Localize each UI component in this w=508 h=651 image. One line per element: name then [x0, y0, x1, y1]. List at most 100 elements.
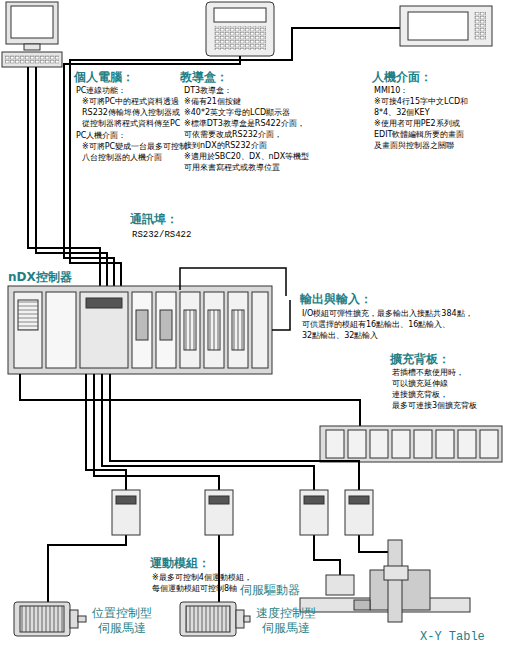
hmi-illustration [400, 6, 492, 46]
expansion-backplane [320, 426, 502, 462]
controller-rack [184, 310, 196, 350]
servo-motor [20, 606, 64, 632]
servo-drive [300, 490, 328, 535]
controller-rack [18, 300, 38, 330]
io-leader-line [180, 268, 290, 330]
note-text: ※備有21個按鍵 [184, 96, 241, 107]
heading: 通訊埠： [130, 212, 178, 226]
teach-pendant-illustration [206, 2, 274, 56]
note-title: PC連線功能： [76, 85, 126, 96]
pc-illustration [5, 55, 59, 64]
part-name: 位置控制型 伺服馬達 [92, 606, 152, 636]
hmi-illustration [474, 12, 486, 40]
note-text: ※40*2英文字母的LCD顯示器 [184, 107, 290, 118]
teach-pendant-illustration [206, 2, 274, 56]
note-text: ※最多可控制4個運動模組， 每個運動模組可控制8軸 [152, 572, 252, 594]
servo-motor [14, 602, 70, 636]
controller-rack [204, 292, 224, 368]
communication-cable [28, 28, 400, 286]
heading: 擴充背板： [390, 352, 450, 366]
controller-rack [8, 286, 272, 374]
heading: 運動模組： [150, 556, 210, 570]
controller-rack [160, 310, 172, 340]
servo-drive [349, 496, 369, 504]
io-leader-line [272, 300, 290, 330]
expansion-backplane [458, 430, 476, 458]
servo-motor [70, 610, 78, 628]
controller-rack [14, 292, 42, 368]
servo-motor [14, 602, 250, 636]
port-name: RS232/RS422 [132, 230, 191, 241]
controller-rack [156, 292, 176, 368]
note-text: I/O模組可彈性擴充，最多輸出入接點共384點， 可供選擇的模組有16點輸出、1… [302, 308, 473, 341]
expansion-backplane [320, 426, 502, 462]
pc-illustration [11, 6, 53, 38]
servo-drive [116, 496, 136, 504]
pc-illustration [2, 52, 62, 67]
controller-rack [80, 292, 128, 368]
motion-cable [48, 535, 126, 602]
pc-illustration [2, 2, 62, 67]
heading: 教導盒： [180, 70, 228, 84]
servo-drive [209, 496, 229, 504]
expansion-backplane [392, 430, 410, 458]
expansion-backplane [326, 430, 344, 458]
servo-drive [205, 490, 233, 535]
servo-motor [236, 610, 244, 628]
xy-table [384, 566, 408, 580]
communication-cable [70, 28, 400, 286]
servo-motor [186, 606, 230, 632]
expansion-backplane [370, 430, 388, 458]
part-name: X-Y Table [420, 630, 485, 644]
part-name: 速度控制型 伺服馬達 [256, 606, 316, 636]
expansion-backplane [348, 430, 366, 458]
expansion-backplane [436, 430, 454, 458]
hmi-illustration [400, 6, 492, 46]
io-leader-line [180, 268, 286, 296]
servo-motor [244, 616, 250, 622]
xy-table [300, 540, 470, 622]
servo-drive [304, 496, 324, 504]
heading: 輸出與輸入： [300, 292, 372, 306]
controller-rack [180, 292, 200, 368]
controller-rack [8, 286, 272, 374]
servo-drive [112, 490, 373, 535]
xy-table [326, 575, 354, 595]
part-name: 伺服驅動器 [240, 583, 300, 598]
note-title: PC人機介面： [76, 130, 126, 141]
servo-drive [345, 490, 373, 535]
pc-illustration [24, 44, 40, 50]
controller-rack [132, 292, 152, 368]
note-title: MMI10： [374, 85, 408, 96]
controller-rack [86, 298, 122, 308]
motion-cable [86, 374, 126, 490]
pc-illustration [6, 2, 58, 44]
expansion-backplane [414, 430, 432, 458]
note-text: ※可將PC中的程式資料透過 RS232傳輸埠傳入控制器或 從控制器將程式資料傳至… [82, 96, 180, 129]
note-text: ※標準DT3教導盒是RS422介面， 可依需要改成RS232介面， 接到nDX的… [184, 118, 305, 151]
note-text: ※可接4行15字中文LCD和 8*4、32個KEY [374, 96, 468, 118]
note-text: ※可將PC變成一台最多可控制 八台控制器的人機介面 [82, 141, 187, 163]
heading: 個人電腦： [74, 70, 134, 84]
note-text: ※適用於SBC20、DX、nDX等機型 可用來書寫程式或教導位置 [184, 151, 309, 173]
controller-rack [136, 310, 148, 340]
expansion-backplane [480, 430, 498, 458]
teach-pendant-illustration [214, 26, 266, 50]
controller-rack [232, 310, 244, 350]
note-text: 若插槽不敷使用時， 可以擴充延伸線 連接擴充背板， 最多可連接3個擴充背板 [392, 367, 477, 411]
controller-rack [252, 292, 268, 368]
controller-rack [228, 292, 248, 368]
xy-table [388, 540, 402, 622]
controller-rack [208, 310, 220, 350]
part-name: nDX控制器 [8, 270, 72, 284]
motion-cable [314, 535, 340, 575]
motion-cable [110, 374, 359, 490]
motion-cable [48, 374, 400, 602]
teach-pendant-illustration [214, 8, 266, 22]
xy-table [354, 600, 370, 610]
servo-drive [112, 490, 140, 535]
note-text: ※使用者可用PE2系列或 EDIT軟體編輯所要的畫面 及畫面與控制器之關聯 [374, 118, 464, 151]
hmi-illustration [408, 12, 468, 40]
expansion-cable [20, 374, 360, 426]
